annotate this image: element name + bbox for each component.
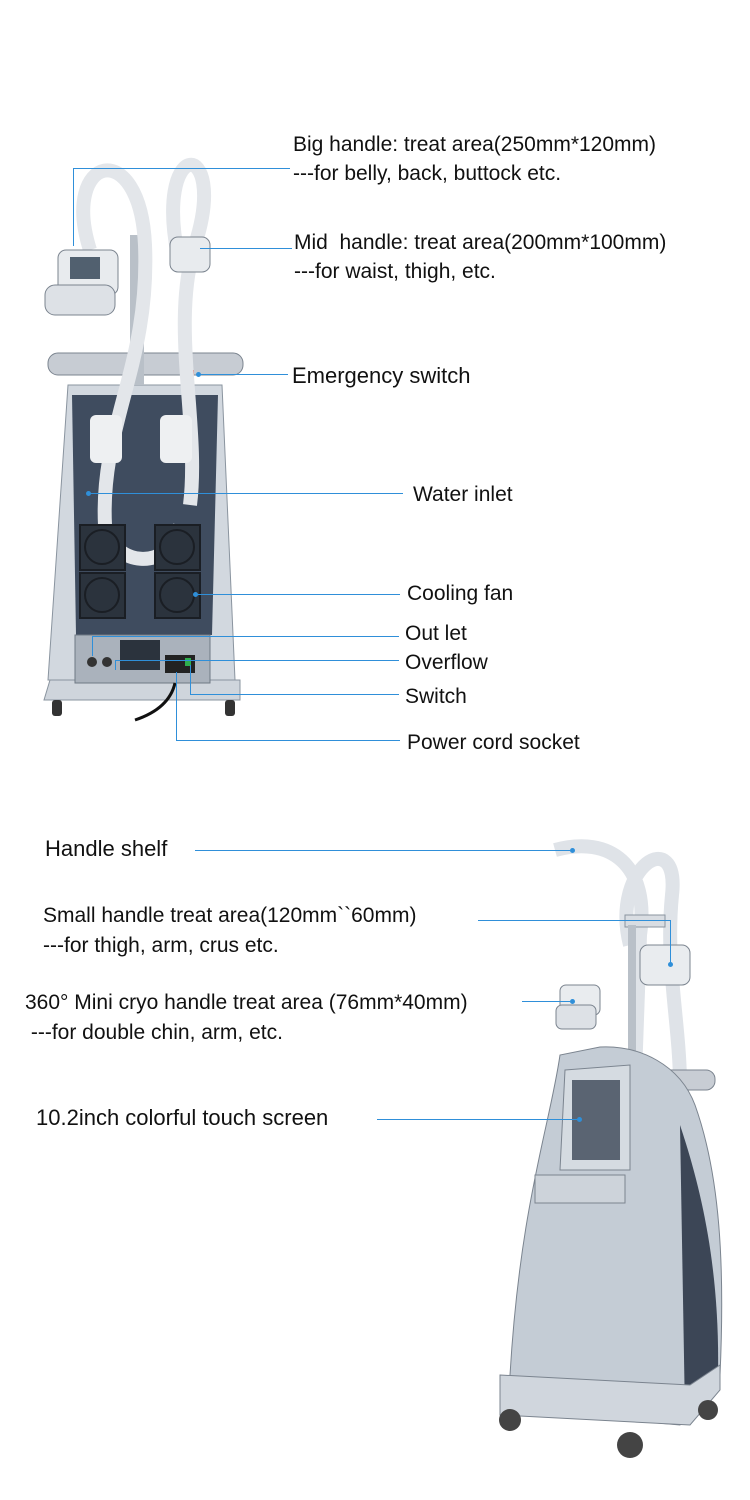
power-cord-leader xyxy=(176,740,400,741)
outlet-label: Out let xyxy=(405,622,467,645)
overflow-label: Overflow xyxy=(405,651,488,674)
emergency-switch-label: Emergency switch xyxy=(292,363,471,388)
emergency-switch-leader xyxy=(200,374,288,375)
mini-cryo-handle-dot xyxy=(570,999,575,1004)
mini-cryo-handle-usage: ---for double chin, arm, etc. xyxy=(25,1021,283,1044)
power-cord-socket-label: Power cord socket xyxy=(407,731,580,754)
touch-screen-leader xyxy=(377,1119,577,1120)
handle-shelf-label: Handle shelf xyxy=(45,836,168,861)
big-handle-leader-v xyxy=(73,168,74,246)
water-inlet-dot xyxy=(86,491,91,496)
mini-cryo-handle-leader xyxy=(522,1001,570,1002)
switch-label: Switch xyxy=(405,685,467,708)
mini-cryo-handle-label: 360° Mini cryo handle treat area (76mm*4… xyxy=(25,991,468,1014)
switch-leader xyxy=(190,694,399,695)
cooling-fan-dot xyxy=(193,592,198,597)
water-inlet-leader xyxy=(90,493,403,494)
big-handle-label: Big handle: treat area(250mm*120mm) xyxy=(293,133,657,156)
mid-handle-usage: ---for waist, thigh, etc. xyxy=(294,260,496,283)
handle-shelf-leader xyxy=(195,850,570,851)
outlet-leader xyxy=(92,636,399,637)
cooling-fan-leader xyxy=(197,594,400,595)
small-handle-label: Small handle treat area(120mm``60mm) xyxy=(43,904,417,927)
small-handle-dot xyxy=(668,962,673,967)
handle-shelf-dot xyxy=(570,848,575,853)
outlet-leader-v xyxy=(92,636,93,656)
small-handle-leader xyxy=(478,920,670,921)
switch-leader-v xyxy=(190,665,191,694)
mid-handle-label: Mid handle: treat area(200mm*100mm) xyxy=(294,231,667,254)
machine-front-view xyxy=(499,839,723,1458)
small-handle-leader-v xyxy=(670,920,671,964)
small-handle-usage: ---for thigh, arm, crus etc. xyxy=(43,934,279,957)
overflow-leader xyxy=(115,660,399,661)
touch-screen-label: 10.2inch colorful touch screen xyxy=(36,1105,329,1130)
overflow-leader-v xyxy=(115,660,116,670)
big-handle-leader xyxy=(73,168,290,169)
touch-screen-dot xyxy=(577,1117,582,1122)
mid-handle-leader xyxy=(200,248,292,249)
cooling-fan-label: Cooling fan xyxy=(407,582,514,605)
machine-rear-view xyxy=(43,158,244,722)
water-inlet-label: Water inlet xyxy=(413,483,513,506)
emergency-switch-dot xyxy=(196,372,201,377)
power-cord-leader-v xyxy=(176,672,177,740)
big-handle-usage: ---for belly, back, buttock etc. xyxy=(293,162,562,185)
